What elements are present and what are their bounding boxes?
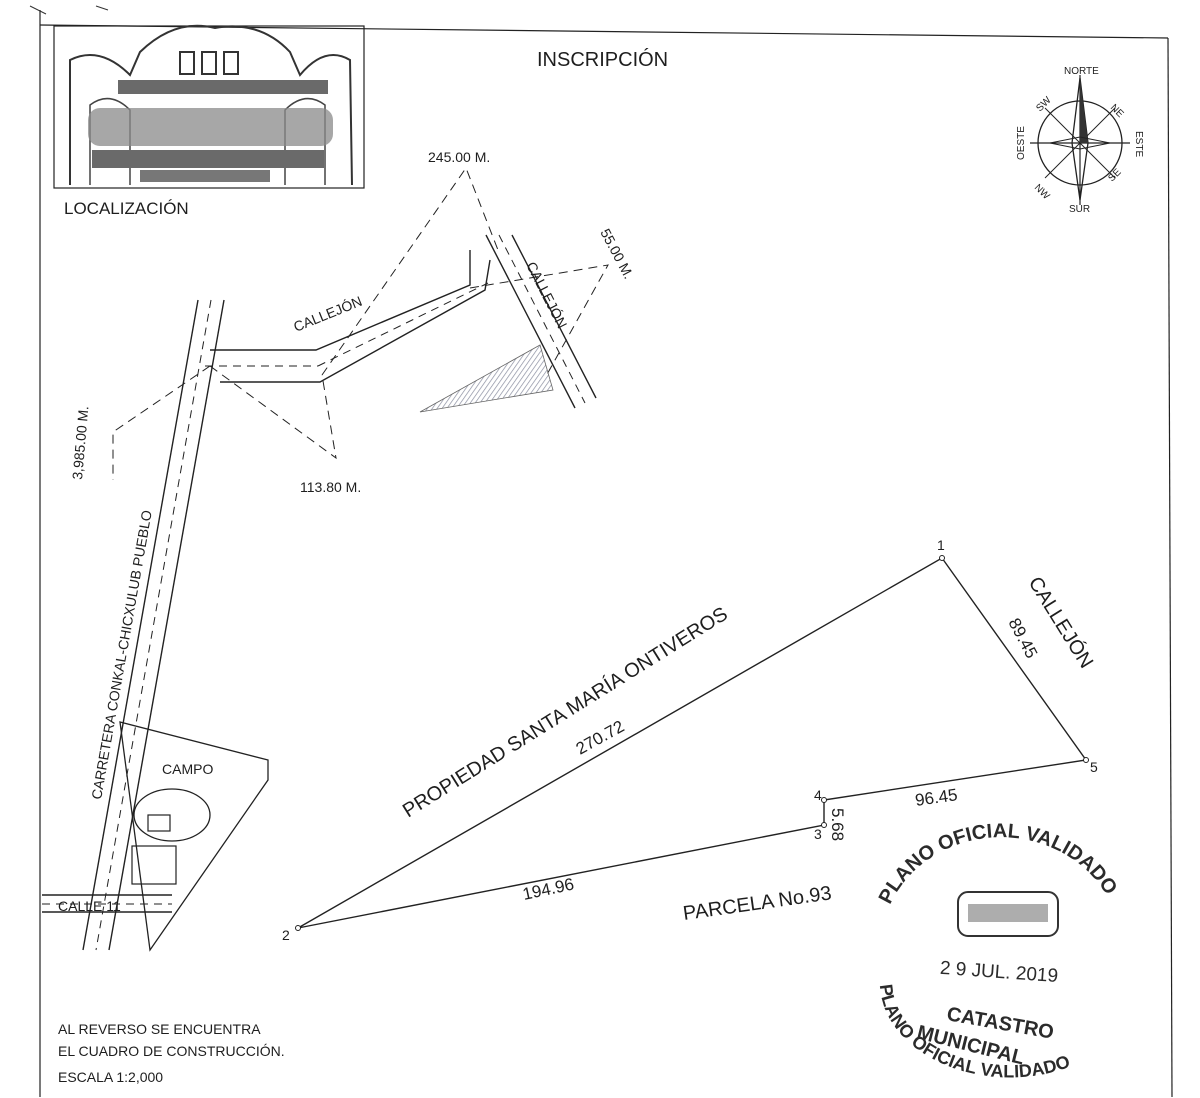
vertex-3-marker: [821, 822, 827, 828]
compass-south: SUR: [1069, 204, 1090, 215]
compass-west: OESTE: [1016, 126, 1027, 160]
distance-113: 113.80 M.: [300, 479, 361, 495]
note-reverse-line1: AL REVERSO SE ENCUENTRA: [58, 1021, 261, 1037]
vertex-4-label: 4: [814, 787, 822, 803]
campo-label: CAMPO: [162, 761, 213, 777]
vertex-2-label: 2: [282, 927, 290, 943]
vertex-5-marker: [1083, 757, 1089, 763]
note-reverse-line2: EL CUADRO DE CONSTRUCCIÓN.: [58, 1043, 285, 1059]
distance-245: 245.00 M.: [428, 149, 490, 165]
location-sketch: [42, 166, 609, 952]
compass-east: ESTE: [1133, 131, 1144, 157]
side-4-3-length: 5.68: [828, 808, 847, 841]
distance-3985: 3,985.00 M.: [69, 405, 91, 480]
parcel-polygon: [295, 555, 1089, 931]
sheet-border-right: [1167, 37, 1173, 1098]
vertex-2-marker: [295, 925, 301, 931]
compass-north: NORTE: [1064, 66, 1099, 77]
localization-heading: LOCALIZACIÓN: [64, 199, 189, 218]
vertex-1-marker: [939, 555, 945, 561]
vertex-5-label: 5: [1090, 759, 1098, 775]
corner-mark: [95, 5, 109, 11]
scale-note: ESCALA 1:2,000: [58, 1069, 163, 1085]
corner-mark: [29, 5, 47, 15]
vertex-3-label: 3: [814, 826, 822, 842]
vertex-1-label: 1: [937, 537, 945, 553]
vertex-4-marker: [821, 797, 827, 803]
municipal-logo: [53, 24, 365, 189]
calle-11-label: CALLE 11: [58, 898, 121, 914]
inscription-heading: INSCRIPCIÓN: [537, 48, 668, 71]
